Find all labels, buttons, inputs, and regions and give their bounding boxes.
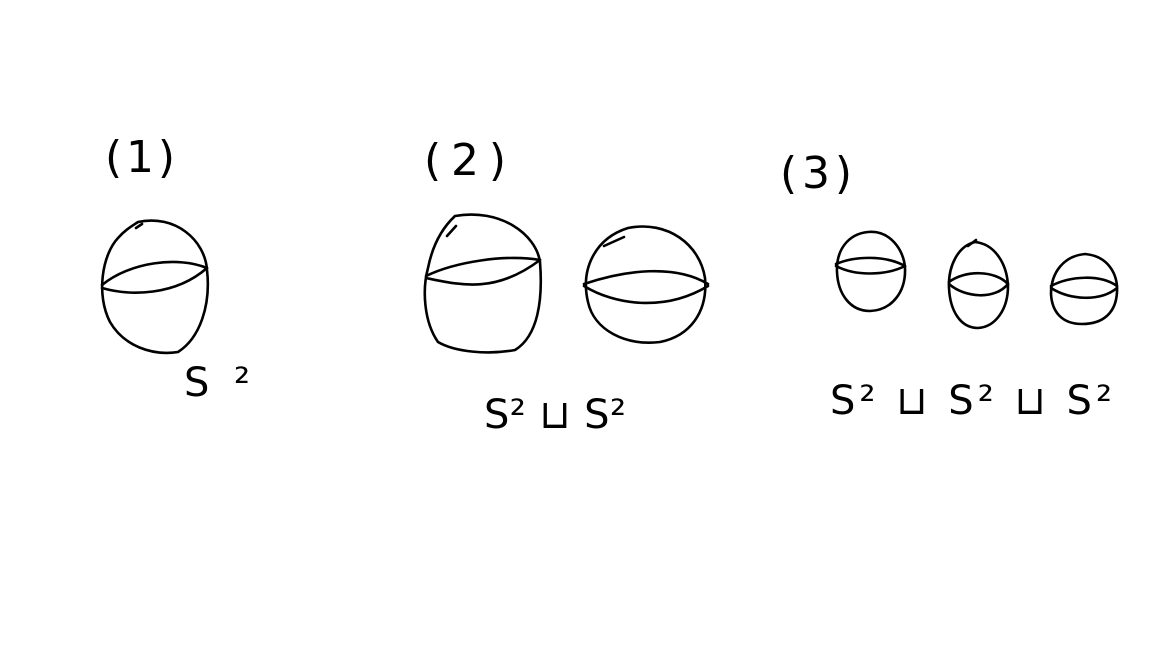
sphere-3c-outline xyxy=(1049,252,1119,326)
sphere-3b-pen-tick xyxy=(966,238,978,248)
sphere-3b-equator-back xyxy=(947,271,1010,286)
sphere-2b-equator-front xyxy=(582,284,710,305)
panel-2: (2) S² ⊔ S² xyxy=(423,135,710,438)
sphere-3b-equator-front xyxy=(947,282,1010,297)
sphere-3c-equator-front xyxy=(1049,286,1119,300)
sphere-1-equator-back xyxy=(100,260,209,287)
caption-1: S² xyxy=(184,360,250,406)
sphere-1-equator-front xyxy=(100,266,209,294)
sphere-2a-equator-back xyxy=(424,256,542,278)
caption-2-text: S² ⊔ S² xyxy=(484,392,626,438)
sphere-2b-pen-tick xyxy=(602,235,626,248)
sphere-2a-equator-front xyxy=(424,258,542,286)
sphere-2a-pen-tick xyxy=(445,224,458,238)
caption-3: S² ⊔ S² ⊔ S² xyxy=(830,378,1112,424)
caption-2: S² ⊔ S² xyxy=(484,392,626,438)
sphere-2b xyxy=(582,225,710,344)
sphere-3b-outline xyxy=(947,240,1010,330)
sphere-3a-equator-back xyxy=(834,256,907,268)
caption-1-text: S² xyxy=(184,360,250,406)
sphere-1-pen-tick xyxy=(134,222,144,230)
sphere-3c-equator-back xyxy=(1049,276,1119,288)
sphere-3a-outline xyxy=(835,230,907,313)
sphere-2b-outline xyxy=(584,225,707,344)
sphere-3a-equator-front xyxy=(834,264,907,275)
sphere-1-outline xyxy=(100,219,210,355)
sphere-2a-outline xyxy=(423,213,543,354)
panel-3-number: (3) xyxy=(780,148,852,199)
panel-2-number: (2) xyxy=(424,135,506,186)
panel-1: (1) S² xyxy=(100,132,250,406)
sphere-3a xyxy=(834,230,907,313)
sphere-3b xyxy=(947,238,1010,330)
sphere-2a xyxy=(423,213,543,354)
sphere-3c xyxy=(1049,252,1119,326)
sphere-2b-equator-back xyxy=(582,269,710,286)
sphere-1 xyxy=(100,219,210,355)
panel-3: (3) S² ⊔ S² ⊔ S² xyxy=(780,148,1119,424)
panel-1-number: (1) xyxy=(105,132,175,183)
caption-3-text: S² ⊔ S² ⊔ S² xyxy=(830,378,1112,424)
